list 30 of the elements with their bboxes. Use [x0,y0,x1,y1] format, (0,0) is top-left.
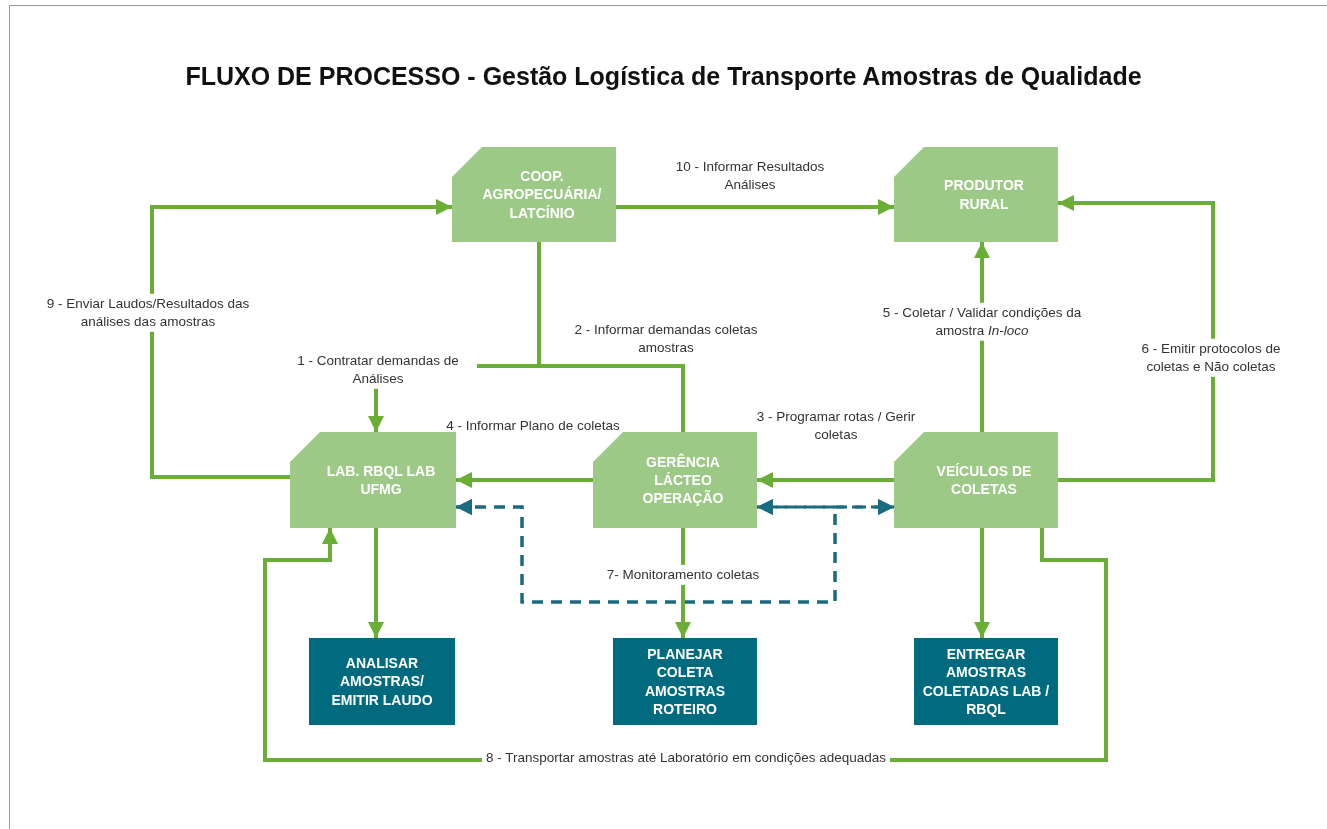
arrow [150,199,452,479]
box-label: PRODUTOR RURAL [943,176,1025,213]
process-box [290,432,456,528]
arrow [616,199,894,215]
arrow [456,472,593,488]
box-label: COOP. AGROPECUÁRIA/ LATCÍNIO [481,167,603,222]
edge-label: 2 - Informar demandas coletas amostras [573,320,759,357]
process-box [309,638,455,725]
box-label: LAB. RBQL LAB UFMG [325,461,437,499]
arrow [368,528,384,638]
edge-label: 10 - Informar Resultados Análises [674,157,826,194]
process-box [452,147,616,242]
connector-line [537,242,685,432]
box-label: ANALISAR AMOSTRAS/ EMITIR LAUDO [330,654,434,709]
edge-label: 3 - Programar rotas / Gerir coletas [755,407,917,444]
box-label: ENTREGAR AMOSTRAS COLETADAS LAB / RBQL [922,645,1050,718]
arrow [1058,195,1215,482]
process-box [593,432,757,528]
process-box [894,147,1058,242]
dashed-arrow [757,499,894,515]
box-label: GERÊNCIA LÁCTEO OPERAÇÃO [641,452,725,508]
box-label: PLANEJAR COLETA AMOSTRAS ROTEIRO [643,645,727,718]
arrow [974,528,990,638]
box-label: VEÍCULOS DE COLETAS [935,461,1033,499]
process-box [914,638,1058,725]
arrow [757,472,894,488]
process-box [894,432,1058,528]
process-box [613,638,757,725]
edge-label: 4 - Informar Plano de coletas [445,416,621,435]
diagram-title: FLUXO DE PROCESSO - Gestão Logística de Transporte Amostras de Qualidade [184,62,1143,91]
